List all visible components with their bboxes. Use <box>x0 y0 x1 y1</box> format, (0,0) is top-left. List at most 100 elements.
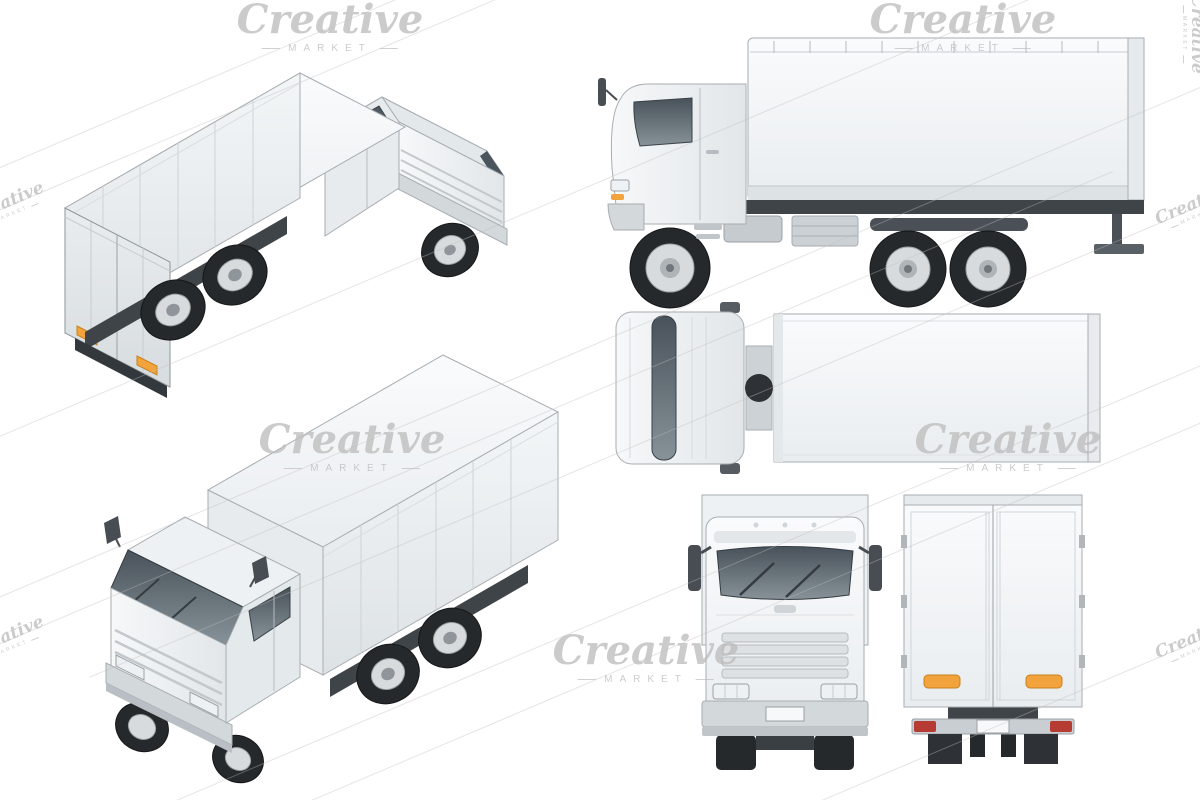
taillight-left <box>914 721 936 732</box>
turn-signal <box>611 194 624 200</box>
cab-top <box>615 311 745 465</box>
rear-fender <box>870 218 1028 231</box>
side-window <box>633 97 693 147</box>
truck-front-view <box>688 494 882 770</box>
marker-light <box>811 522 817 528</box>
tarp-rail <box>322 421 559 558</box>
box-top <box>773 313 1101 463</box>
mirrors <box>104 516 269 588</box>
wheel <box>716 735 756 770</box>
cargo-box <box>747 37 1145 201</box>
mirror-left <box>688 545 712 591</box>
hinge <box>1079 535 1085 548</box>
amber-reflector <box>136 355 158 376</box>
cab <box>105 516 302 753</box>
mirror-right <box>858 545 882 591</box>
truck-top-view <box>615 302 1101 474</box>
door-handle <box>706 150 719 154</box>
truck-rear-view <box>901 494 1085 764</box>
cab-step <box>696 234 720 239</box>
cab <box>598 78 747 239</box>
headlight <box>115 654 145 681</box>
marker-light <box>753 522 759 528</box>
hinge <box>901 535 907 548</box>
bumper-lip <box>702 727 868 736</box>
watermark-edge: Creative MARKET <box>1152 613 1200 664</box>
side-window <box>248 586 291 642</box>
cab-step <box>694 224 722 230</box>
headlight-right <box>820 683 858 700</box>
rear-edge <box>1087 313 1101 463</box>
license-plate <box>976 719 1010 734</box>
amber-reflector <box>923 674 961 689</box>
truck-side-view <box>598 37 1145 309</box>
front-wheel <box>629 227 711 309</box>
rear-wheel <box>949 230 1027 308</box>
windshield <box>716 546 854 600</box>
hinge <box>1079 655 1085 668</box>
grille-lines <box>400 149 503 223</box>
watermark-script-text: Creative <box>236 0 424 43</box>
grille-lines <box>114 628 223 707</box>
mudflap-left <box>928 734 962 764</box>
grille <box>721 632 849 679</box>
rear-wheel <box>140 279 206 341</box>
hinge <box>901 595 907 608</box>
watermark-edge: Creative MARKET <box>1181 0 1200 74</box>
truck-isometric-front-left-view <box>104 354 560 784</box>
inner-wheel <box>970 733 985 757</box>
tarp-rail <box>64 82 301 219</box>
box-rear <box>901 494 1085 708</box>
front-bumper <box>607 203 645 231</box>
hinge <box>1079 595 1085 608</box>
front-wheels <box>716 735 854 770</box>
chassis-gap <box>745 345 773 431</box>
rear-chassis <box>911 707 1075 764</box>
windshield-top <box>651 315 677 461</box>
headlight-left <box>712 683 750 700</box>
wiper <box>169 596 197 621</box>
taillight-right <box>1050 721 1072 732</box>
mirror <box>104 516 121 544</box>
rear-wheel <box>356 643 420 705</box>
platform-edge <box>748 186 1144 200</box>
mudflap-right <box>1024 734 1058 764</box>
watermark-edge: Creative MARKET <box>0 611 47 662</box>
rear-frame <box>1127 37 1145 201</box>
tarp-seams <box>360 439 512 653</box>
wiper <box>785 564 821 598</box>
exhaust-cap <box>745 374 773 402</box>
top-rail <box>903 494 1083 506</box>
hinge <box>901 655 907 668</box>
truck-isometric-rear-left-view <box>63 72 508 398</box>
license-plate <box>765 706 805 722</box>
chassis-and-rear-wheels <box>330 565 528 705</box>
headlight <box>610 179 630 192</box>
rear-underride-guard <box>1094 214 1144 254</box>
wiper <box>132 578 160 603</box>
inner-wheel <box>1001 733 1016 757</box>
cab-front <box>701 516 869 736</box>
rear-wheel <box>202 244 268 306</box>
rear-underride <box>75 338 167 398</box>
brand-badge <box>774 605 796 613</box>
rear-wheel <box>418 607 482 669</box>
wheel <box>814 735 854 770</box>
side-equipment <box>723 215 859 247</box>
sun-visor <box>714 531 856 543</box>
chassis-and-wheels <box>75 216 287 398</box>
mirror <box>598 78 606 106</box>
toolbox <box>791 215 859 247</box>
mirror <box>252 556 269 584</box>
bumper-lip <box>106 683 232 753</box>
windshield-glass-edge <box>480 151 504 179</box>
tarp-hooks <box>773 41 1099 53</box>
rear-wheel <box>869 230 947 308</box>
headlight <box>189 691 219 718</box>
amber-reflector <box>1025 674 1063 689</box>
front-wheel <box>421 222 479 278</box>
wiper <box>739 562 775 596</box>
cargo-box <box>63 72 407 388</box>
chassis-rail <box>746 200 1144 214</box>
